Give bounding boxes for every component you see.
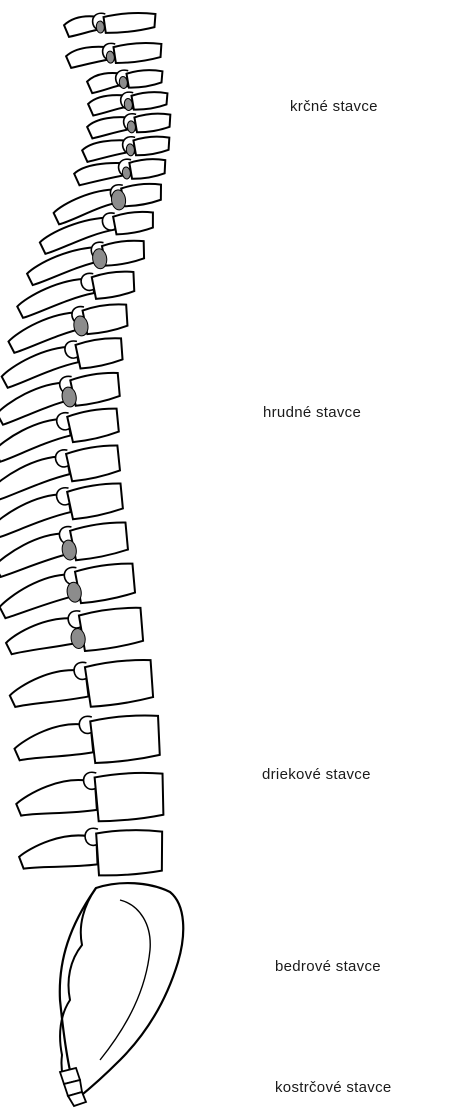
- vertebral-body: [134, 112, 172, 133]
- label-coccygeal-vertebrae: kostrčové stavce: [275, 1079, 392, 1096]
- vertebral-body: [67, 406, 121, 443]
- vertebral-body: [82, 302, 130, 335]
- sacrum-outline: [60, 883, 183, 1098]
- vertebra: [7, 654, 156, 717]
- label-cervical-vertebrae: krčné stavce: [290, 98, 378, 115]
- vertebral-body: [70, 520, 131, 561]
- vertebral-body: [133, 135, 171, 156]
- vertebra: [12, 710, 162, 772]
- vertebra: [63, 9, 156, 37]
- sacrum: [60, 883, 183, 1098]
- vertebral-body: [66, 443, 123, 482]
- vertebral-body: [113, 41, 162, 64]
- vertebral-body: [102, 238, 147, 266]
- vertebra: [65, 39, 162, 68]
- label-sacral-vertebrae: bedrové stavce: [275, 958, 381, 975]
- vertebral-column: [0, 9, 172, 879]
- vertebral-body: [90, 713, 162, 764]
- vertebra: [87, 88, 169, 115]
- vertebral-body: [70, 370, 122, 406]
- vertebral-body: [126, 69, 163, 89]
- vertebral-body: [103, 11, 156, 33]
- label-thoracic-vertebrae: hrudné stavce: [263, 404, 361, 421]
- label-lumbar-vertebrae: driekové stavce: [262, 766, 371, 783]
- vertebral-body: [75, 336, 125, 370]
- vertebral-body: [96, 829, 164, 876]
- vertebral-body: [75, 561, 138, 604]
- vertebral-body: [94, 771, 165, 822]
- vertebra: [86, 66, 164, 93]
- vertebral-body: [67, 481, 125, 520]
- vertebral-body: [129, 157, 167, 179]
- intervertebral-foramen: [96, 21, 105, 34]
- vertebral-body: [91, 269, 136, 299]
- vertebra: [14, 767, 165, 827]
- vertebral-body: [85, 657, 156, 707]
- vertebral-body: [79, 605, 146, 652]
- vertebral-body: [113, 210, 155, 235]
- vertebral-body: [121, 182, 163, 207]
- vertebra: [18, 825, 164, 879]
- vertebral-body: [131, 91, 168, 111]
